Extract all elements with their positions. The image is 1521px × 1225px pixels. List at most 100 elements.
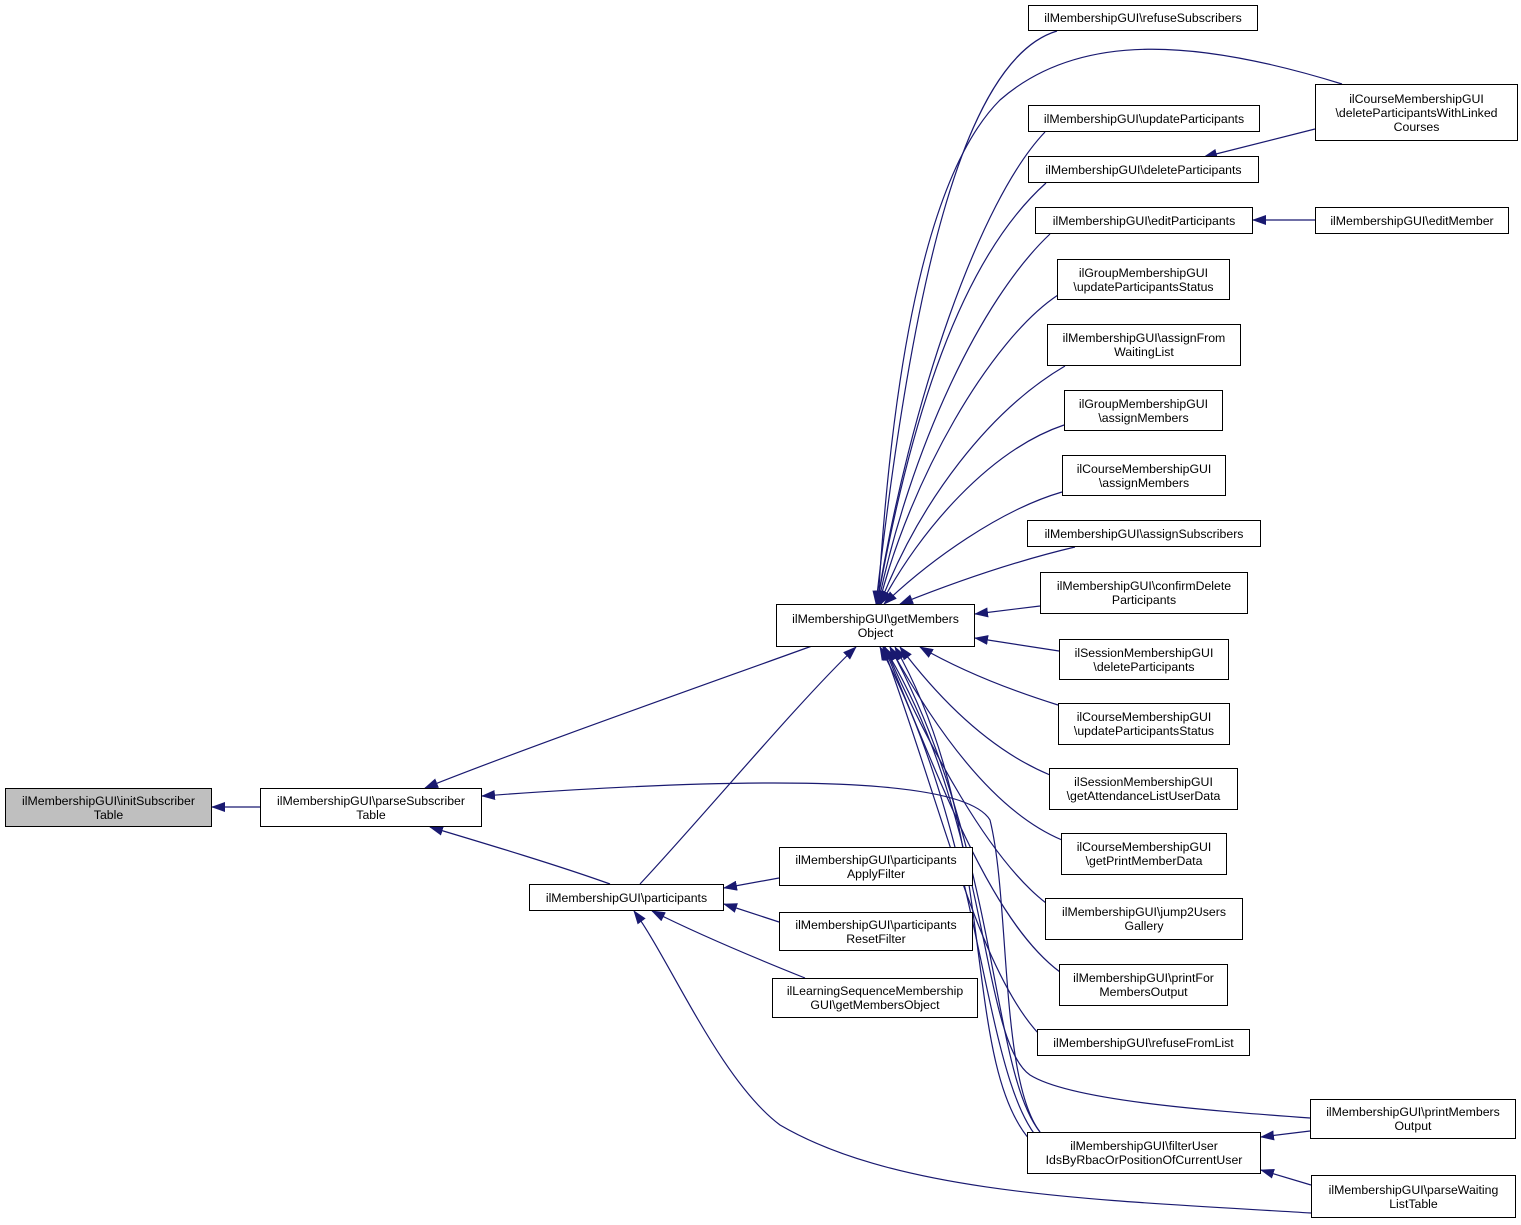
node-editMember[interactable]: ilMembershipGUI\editMember	[1315, 207, 1509, 234]
edge-assignFromWL-to-getMembers	[879, 365, 1066, 605]
node-editParts[interactable]: ilMembershipGUI\editParticipants	[1035, 207, 1253, 234]
node-label-line: Output	[1394, 1119, 1432, 1133]
node-label-line: \getPrintMemberData	[1085, 854, 1203, 868]
node-label-line: ilSessionMembershipGUI	[1074, 645, 1214, 660]
node-label-line: ilMembershipGUI\printFor	[1073, 971, 1214, 985]
edge-participants-to-parseSubscriber	[429, 825, 611, 885]
node-grpAssign[interactable]: ilGroupMembershipGUI\assignMembers	[1064, 390, 1223, 431]
node-label-line: ilMembershipGUI\confirmDelete	[1056, 579, 1232, 593]
edge-partReset-to-participants	[723, 903, 780, 923]
edge-filterUser-to-parseSubscriber	[481, 782, 1041, 1133]
edge-grpUpdateStatus-to-getMembers	[877, 294, 1059, 605]
node-label-line: \updateParticipantsStatus	[1073, 724, 1215, 738]
edge-crsPrintData-to-getMembers	[889, 646, 1063, 841]
node-label-line: ilMembershipGUI\participants	[795, 917, 957, 932]
node-label-line: \assignMembers	[1098, 475, 1190, 490]
edge-updateParts-to-getMembers	[874, 131, 1046, 605]
node-label-line: ilMembershipGUI\editParticipants	[1052, 213, 1236, 228]
node-label-line: \deleteParticipants	[1093, 659, 1195, 674]
node-label-line: \deleteParticipantsWithLinked	[1335, 105, 1498, 120]
node-label-line: ilGroupMembershipGUI	[1078, 265, 1209, 280]
node-updateParts[interactable]: ilMembershipGUI\updateParticipants	[1028, 105, 1260, 132]
node-label-line: ilMembershipGUI\jump2Users	[1061, 905, 1226, 919]
node-label-line: ilMembershipGUI\refuseSubscribers	[1044, 11, 1242, 25]
edge-jump2Users-to-getMembers	[884, 646, 1047, 904]
node-label-line: ilMembershipGUI\refuseFromList	[1053, 1035, 1234, 1050]
node-label-line: ResetFilter	[846, 931, 906, 946]
edge-printMembersOut-to-getMembers	[883, 646, 1311, 1119]
edge-participants-to-getMembers	[639, 646, 857, 885]
node-label-line: ilMembershipGUI\deleteParticipants	[1045, 162, 1242, 177]
node-crsUpdateStatus[interactable]: ilCourseMembershipGUI\updateParticipants…	[1058, 703, 1230, 745]
node-label-line: MembersOutput	[1099, 985, 1188, 999]
edge-sessDelete-to-getMembers	[974, 635, 1060, 652]
node-label-line: ilCourseMembershipGUI	[1349, 91, 1484, 106]
edge-filterUser-to-getMembers	[889, 646, 1041, 1133]
edge-getMembers-to-parseSubscriber	[424, 645, 813, 789]
node-label-line: ilMembershipGUI\participants	[545, 890, 708, 905]
node-label-line: Table	[356, 807, 386, 822]
node-label-line: ilMembershipGUI\filterUser	[1070, 1139, 1218, 1153]
edge-bundle-strand	[879, 646, 1051, 1151]
node-label-line: Courses	[1393, 119, 1440, 134]
node-crsAssign[interactable]: ilCourseMembershipGUI\assignMembers	[1062, 455, 1226, 496]
edge-bundle-strand	[894, 646, 1031, 1141]
node-label-line: ilGroupMembershipGUI	[1078, 396, 1209, 411]
node-sessDelete[interactable]: ilSessionMembershipGUI\deleteParticipant…	[1059, 639, 1229, 680]
node-crsPrintData[interactable]: ilCourseMembershipGUI\getPrintMemberData	[1061, 833, 1227, 875]
edge-crsAssign-to-getMembers	[883, 491, 1063, 605]
edge-parseWaiting-to-participants	[633, 910, 1312, 1214]
edge-lsGetMembers-to-participants	[651, 910, 806, 979]
edge-deleteParts-to-getMembers	[874, 182, 1047, 605]
node-label-line: Participants	[1111, 593, 1177, 607]
node-label-line: Gallery	[1124, 919, 1164, 933]
edge-crsDeleteLinked-to-getMembers	[873, 48, 1343, 605]
edge-partApply-to-participants	[723, 877, 780, 891]
node-label-line: ilMembershipGUI\initSubscriber	[22, 793, 195, 808]
node-label-line: ilMembershipGUI\parseWaiting	[1328, 1182, 1499, 1197]
node-label-line: ilSessionMembershipGUI	[1074, 775, 1213, 789]
node-grpUpdateStatus[interactable]: ilGroupMembershipGUI\updateParticipantsS…	[1057, 259, 1230, 300]
node-label-line: GUI\getMembersObject	[810, 998, 940, 1012]
edge-grpAssign-to-getMembers	[880, 424, 1065, 605]
edge-sessAttendance-to-getMembers	[899, 646, 1051, 776]
node-label-line: ilMembershipGUI\getMembers	[792, 611, 959, 626]
node-label-line: ilMembershipGUI\assignSubscribers	[1044, 526, 1244, 541]
node-label-line: \assignMembers	[1098, 410, 1189, 425]
node-label-line: ilMembershipGUI\participants	[795, 852, 957, 867]
node-sessAttendance[interactable]: ilSessionMembershipGUI\getAttendanceList…	[1049, 768, 1238, 810]
edge-printMembersOut-to-filterUser	[1260, 1130, 1311, 1141]
edge-crsDeleteLinked-to-deleteParts	[1203, 128, 1316, 159]
node-label-line: Table	[93, 807, 124, 822]
edge-editParts-to-getMembers	[875, 233, 1051, 605]
node-label-line: WaitingList	[1114, 345, 1174, 359]
node-refuseSubs[interactable]: ilMembershipGUI\refuseSubscribers	[1028, 5, 1258, 31]
node-deleteParts[interactable]: ilMembershipGUI\deleteParticipants	[1028, 156, 1259, 183]
node-refuseFromList[interactable]: ilMembershipGUI\refuseFromList	[1037, 1029, 1250, 1056]
node-crsDeleteLinked[interactable]: ilCourseMembershipGUI\deleteParticipants…	[1315, 84, 1518, 141]
node-label-line: ilMembershipGUI\assignFrom	[1062, 331, 1226, 345]
node-assignSubs[interactable]: ilMembershipGUI\assignSubscribers	[1027, 520, 1261, 547]
node-label-line: ilMembershipGUI\printMembers	[1326, 1105, 1500, 1119]
node-participants[interactable]: ilMembershipGUI\participants	[529, 884, 724, 911]
node-label-line: Object	[857, 625, 894, 640]
edge-crsUpdateStatus-to-getMembers	[919, 646, 1059, 706]
node-label-line: IdsByRbacOrPositionOfCurrentUser	[1045, 1153, 1243, 1167]
node-label-line: ListTable	[1389, 1196, 1438, 1211]
node-label-line: ilLearningSequenceMembership	[786, 984, 964, 998]
